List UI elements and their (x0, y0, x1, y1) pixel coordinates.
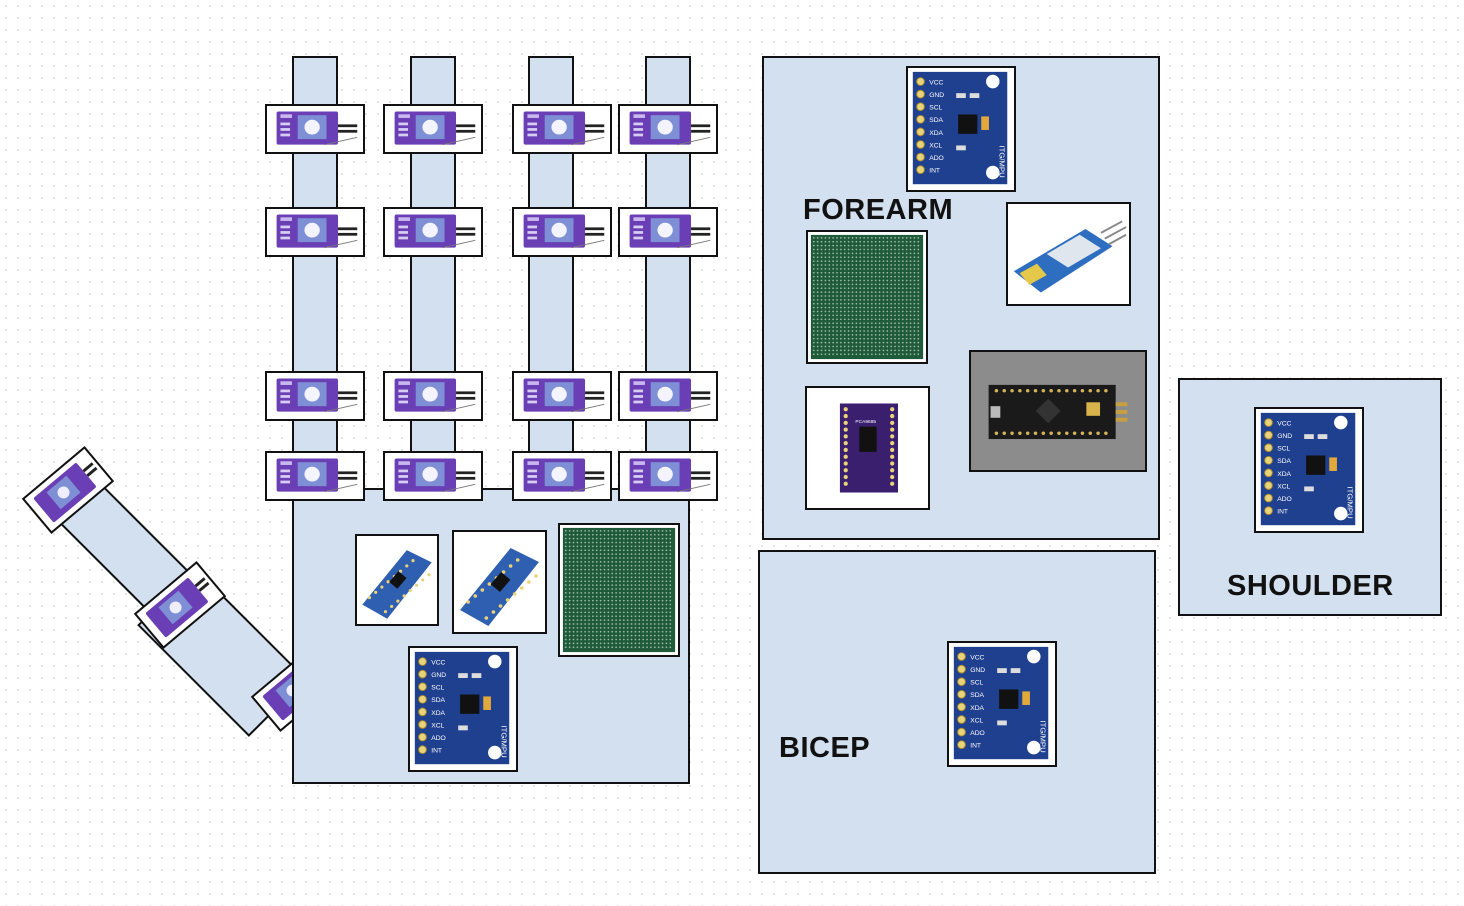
svg-text:ADO: ADO (929, 155, 944, 162)
svg-text:XCL: XCL (431, 722, 444, 729)
rotary-potentiometer-board-icon (512, 207, 612, 257)
rotary-potentiometer-board-icon (383, 451, 483, 501)
multiplexer-board-icon (355, 534, 439, 626)
svg-text:SDA: SDA (431, 697, 445, 704)
svg-text:ITG/MPU: ITG/MPU (1039, 720, 1048, 752)
svg-text:XDA: XDA (431, 710, 445, 717)
rotary-potentiometer-board-icon (618, 451, 718, 501)
pwm-driver-board-icon: PCA9685 (805, 386, 930, 510)
rotary-potentiometer-board-icon (265, 371, 365, 421)
microcontroller-board-icon (969, 350, 1147, 472)
svg-text:SDA: SDA (1277, 458, 1291, 465)
shoulder-label: SHOULDER (1227, 570, 1394, 602)
rotary-potentiometer-board-icon (512, 451, 612, 501)
svg-text:XCL: XCL (1277, 483, 1290, 490)
svg-text:ITG/MPU: ITG/MPU (998, 145, 1007, 177)
rotary-potentiometer-board-icon (383, 207, 483, 257)
rotary-potentiometer-board-icon (618, 104, 718, 154)
svg-text:SCL: SCL (929, 105, 942, 112)
svg-text:ADO: ADO (970, 730, 985, 737)
bluetooth-module-icon (1006, 202, 1131, 306)
svg-text:XCL: XCL (970, 717, 983, 724)
svg-text:INT: INT (970, 743, 981, 750)
svg-text:XDA: XDA (929, 130, 943, 137)
svg-text:GND: GND (929, 92, 944, 99)
rotary-potentiometer-board-icon (383, 371, 483, 421)
svg-text:PCA9685: PCA9685 (855, 419, 876, 425)
svg-text:SCL: SCL (431, 685, 444, 692)
svg-text:SDA: SDA (929, 117, 943, 124)
svg-text:VCC: VCC (1277, 420, 1291, 427)
svg-text:ITG/MPU: ITG/MPU (500, 725, 509, 757)
svg-text:ITG/MPU: ITG/MPU (1346, 486, 1355, 518)
thumb-assembly (22, 446, 343, 737)
mpu-imu-board-icon: VCC GND SCL SDA XDA XCL ADO INT ITG/MPU (408, 646, 518, 772)
svg-text:SCL: SCL (970, 680, 983, 687)
svg-text:ADO: ADO (431, 735, 446, 742)
rotary-potentiometer-board-icon (265, 104, 365, 154)
multiplexer-board-icon (452, 530, 547, 634)
mpu-imu-board-icon: VCC GND SCL SDA XDA XCL ADO INT ITG/MPU (906, 66, 1016, 192)
svg-text:SCL: SCL (1277, 446, 1290, 453)
svg-text:GND: GND (1277, 433, 1292, 440)
svg-text:GND: GND (970, 667, 985, 674)
bicep-label: BICEP (779, 732, 871, 764)
svg-text:XCL: XCL (929, 142, 942, 149)
rotary-potentiometer-board-icon (618, 371, 718, 421)
perfboard-icon (558, 523, 680, 657)
rotary-potentiometer-board-icon (265, 451, 365, 501)
forearm-label: FOREARM (803, 194, 954, 226)
svg-text:ADO: ADO (1277, 496, 1292, 503)
rotary-potentiometer-board-icon (265, 207, 365, 257)
svg-text:XDA: XDA (1277, 471, 1291, 478)
perfboard-icon (806, 230, 928, 364)
rotary-potentiometer-board-icon (512, 104, 612, 154)
mpu-imu-board-icon: VCC GND SCL SDA XDA XCL ADO INT ITG/MPU (1254, 407, 1364, 533)
svg-text:XDA: XDA (970, 705, 984, 712)
svg-text:GND: GND (431, 672, 446, 679)
svg-text:VCC: VCC (929, 79, 943, 86)
mpu-imu-board-icon: VCC GND SCL SDA XDA XCL ADO INT ITG/MPU (947, 641, 1057, 767)
rotary-potentiometer-board-icon (383, 104, 483, 154)
svg-text:INT: INT (431, 748, 442, 755)
svg-text:SDA: SDA (970, 692, 984, 699)
rotary-potentiometer-board-icon (512, 371, 612, 421)
svg-text:VCC: VCC (970, 654, 984, 661)
svg-text:VCC: VCC (431, 659, 445, 666)
rotary-potentiometer-board-icon (618, 207, 718, 257)
svg-text:INT: INT (929, 168, 940, 175)
svg-text:INT: INT (1277, 509, 1288, 516)
